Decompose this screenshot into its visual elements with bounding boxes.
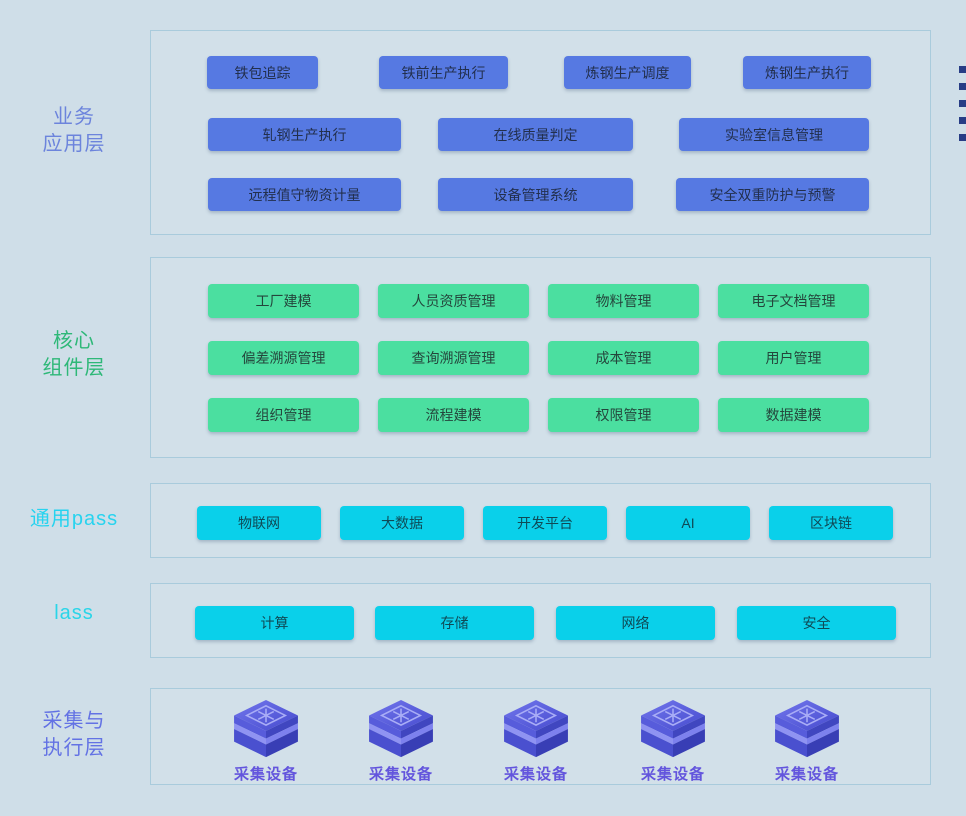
core-button-factory-modeling[interactable]: 工厂建模: [208, 284, 359, 318]
app-button-rolling-exec[interactable]: 轧钢生产执行: [208, 118, 401, 151]
iaas-button-storage[interactable]: 存储: [375, 606, 534, 640]
core-button-process-modeling[interactable]: 流程建模: [378, 398, 529, 432]
paas-button-ai[interactable]: AI: [626, 506, 750, 540]
app-button-ironmaking-exec[interactable]: 铁前生产执行: [379, 56, 508, 89]
layer-label-line: 采集与: [42, 710, 106, 732]
core-button-edoc-mgmt[interactable]: 电子文档管理: [718, 284, 869, 318]
layer-label-line: 执行层: [42, 737, 106, 759]
paas-button-bigdata[interactable]: 大数据: [340, 506, 464, 540]
layer-label-iaas: lass: [0, 600, 148, 627]
layer-label-core-components: 核心 组件层: [0, 328, 148, 382]
core-button-query-trace[interactable]: 查询溯源管理: [378, 341, 529, 375]
clipped-right-marks: [959, 66, 966, 141]
clipped-mark: [959, 66, 966, 73]
core-button-cost-mgmt[interactable]: 成本管理: [548, 341, 699, 375]
collection-device[interactable]: 采集设备: [490, 699, 582, 784]
layer-label-common-paas: 通用pass: [0, 506, 148, 533]
paas-button-blockchain[interactable]: 区块链: [769, 506, 893, 540]
core-button-permission-mgmt[interactable]: 权限管理: [548, 398, 699, 432]
layer-label-line: 组件层: [42, 357, 106, 379]
app-button-lab-info[interactable]: 实验室信息管理: [679, 118, 869, 151]
layer-label-business-app: 业务 应用层: [0, 104, 148, 158]
layer-label-line: 应用层: [42, 133, 106, 155]
device-cube-icon: [234, 699, 298, 758]
clipped-mark: [959, 83, 966, 90]
layer-label-line: 业务: [53, 106, 95, 128]
iaas-panel: 计算 存储 网络 安全: [150, 583, 931, 658]
device-label: 采集设备: [368, 766, 433, 783]
app-button-online-quality[interactable]: 在线质量判定: [438, 118, 633, 151]
clipped-mark: [959, 100, 966, 107]
device-label: 采集设备: [233, 766, 298, 783]
device-label: 采集设备: [640, 766, 705, 783]
device-cube-icon: [369, 699, 433, 758]
device-cube-icon: [775, 699, 839, 758]
core-button-user-mgmt[interactable]: 用户管理: [718, 341, 869, 375]
iaas-button-network[interactable]: 网络: [556, 606, 715, 640]
app-button-safety-warning[interactable]: 安全双重防护与预警: [676, 178, 869, 211]
core-button-material-mgmt[interactable]: 物料管理: [548, 284, 699, 318]
app-button-remote-weighing[interactable]: 远程值守物资计量: [208, 178, 401, 211]
layer-label-line: lass: [54, 602, 94, 624]
device-cube-icon: [504, 699, 568, 758]
paas-button-dev-platform[interactable]: 开发平台: [483, 506, 607, 540]
collection-exec-panel: 采集设备 采集设备: [150, 688, 931, 785]
clipped-mark: [959, 134, 966, 141]
paas-button-iot[interactable]: 物联网: [197, 506, 321, 540]
collection-device[interactable]: 采集设备: [761, 699, 853, 784]
iaas-button-security[interactable]: 安全: [737, 606, 896, 640]
layer-label-line: 核心: [53, 330, 95, 352]
layer-label-line: 通用pass: [29, 508, 119, 530]
iaas-button-compute[interactable]: 计算: [195, 606, 354, 640]
business-app-panel: 铁包追踪 铁前生产执行 炼钢生产调度 炼钢生产执行 轧钢生产执行 在线质量判定 …: [150, 30, 931, 235]
core-button-org-mgmt[interactable]: 组织管理: [208, 398, 359, 432]
core-components-panel: 工厂建模 人员资质管理 物料管理 电子文档管理 偏差溯源管理 查询溯源管理 成本…: [150, 257, 931, 458]
common-paas-panel: 物联网 大数据 开发平台 AI 区块链: [150, 483, 931, 558]
app-button-steel-scheduling[interactable]: 炼钢生产调度: [564, 56, 691, 89]
device-cube-icon: [641, 699, 705, 758]
device-label: 采集设备: [774, 766, 839, 783]
device-label: 采集设备: [503, 766, 568, 783]
app-button-equipment-mgmt[interactable]: 设备管理系统: [438, 178, 633, 211]
collection-device[interactable]: 采集设备: [220, 699, 312, 784]
core-button-personnel-qualif[interactable]: 人员资质管理: [378, 284, 529, 318]
app-button-ladle-tracking[interactable]: 铁包追踪: [207, 56, 318, 89]
core-button-data-modeling[interactable]: 数据建模: [718, 398, 869, 432]
core-button-deviation-trace[interactable]: 偏差溯源管理: [208, 341, 359, 375]
layer-label-collection-exec: 采集与 执行层: [0, 708, 148, 762]
collection-device[interactable]: 采集设备: [627, 699, 719, 784]
app-button-steel-exec[interactable]: 炼钢生产执行: [743, 56, 871, 89]
clipped-mark: [959, 117, 966, 124]
collection-device[interactable]: 采集设备: [355, 699, 447, 784]
